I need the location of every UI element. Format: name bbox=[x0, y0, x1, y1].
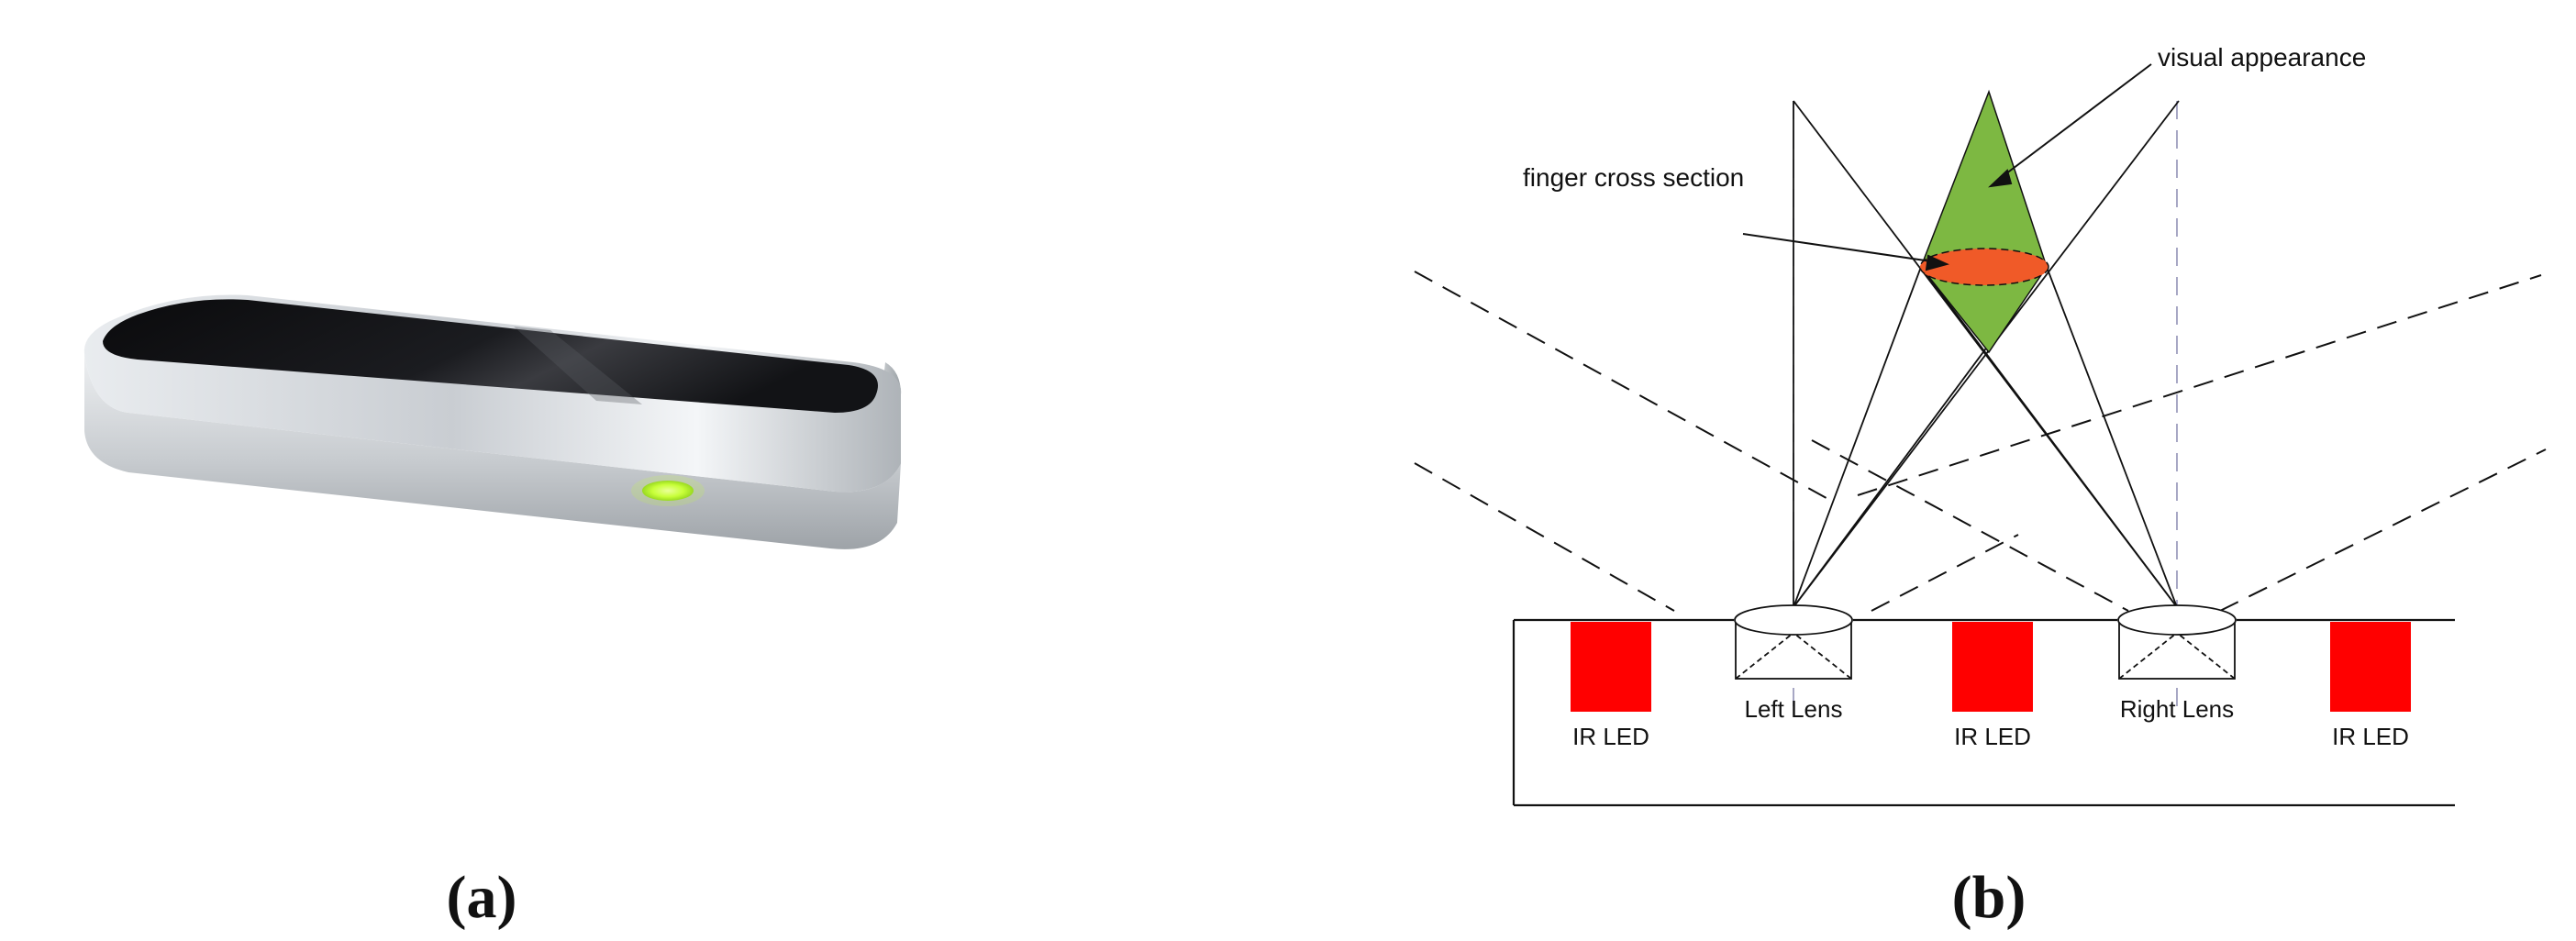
device-glass-top bbox=[103, 299, 878, 413]
right-led-emission-lower bbox=[2219, 448, 2547, 612]
center-led-emission-left bbox=[1811, 439, 2129, 612]
visual-appearance-arrowhead bbox=[1988, 169, 2013, 188]
left-lens-cross-a bbox=[1735, 632, 1794, 680]
finger-cross-section-arrow bbox=[1742, 233, 1938, 263]
center-led-emission-right bbox=[1857, 274, 2542, 496]
visual-appearance-label: visual appearance bbox=[2158, 43, 2366, 72]
visual-appearance-arrow bbox=[1997, 63, 2152, 181]
led-emission-lines bbox=[1414, 271, 2547, 612]
finger-cross-section-arrowhead bbox=[1925, 254, 1949, 271]
ir-led-center bbox=[1952, 622, 2033, 712]
right-lens-element bbox=[2117, 604, 2237, 636]
left-lens-cross-b bbox=[1793, 632, 1852, 680]
left-lens-view-finger-left bbox=[1793, 266, 1922, 608]
right-lens-label: Right Lens bbox=[2120, 695, 2234, 723]
finger-cross-section-label: finger cross section bbox=[1523, 163, 1744, 192]
device-status-led bbox=[642, 481, 694, 501]
device-front-face bbox=[84, 353, 901, 549]
left-lens-label: Left Lens bbox=[1745, 695, 1843, 723]
device-status-led-halo bbox=[631, 475, 705, 506]
device-glass-reflection bbox=[514, 327, 642, 404]
left-led-emission-lower bbox=[1414, 462, 1675, 612]
left-lens-element bbox=[1734, 604, 1853, 636]
annotation-arrows bbox=[1742, 63, 2152, 271]
right-lens-view-finger-right bbox=[2046, 266, 2178, 608]
device-illustration bbox=[83, 294, 902, 549]
sensor-board bbox=[1512, 618, 2455, 807]
finger-cross-section bbox=[1919, 248, 2049, 286]
left-led-emission-upper bbox=[1414, 271, 1836, 504]
center-led-emission-short bbox=[1871, 534, 2019, 612]
ir-led-left-label: IR LED bbox=[1572, 723, 1649, 750]
right-lens bbox=[2117, 604, 2237, 680]
ir-led-center-label: IR LED bbox=[1954, 723, 2031, 750]
ir-led-left bbox=[1571, 622, 1651, 712]
panel-a-label: (a) bbox=[447, 864, 517, 931]
optics-diagram bbox=[1414, 63, 2547, 807]
right-lens-view-finger-left bbox=[1920, 266, 2178, 608]
panel-b-label: (b) bbox=[1952, 864, 2026, 931]
left-lens bbox=[1734, 604, 1853, 680]
right-lens-cross-b bbox=[2176, 632, 2236, 680]
ir-led-right-label: IR LED bbox=[2332, 723, 2409, 750]
right-lens-cross-a bbox=[2118, 632, 2178, 680]
visual-appearance-region bbox=[1920, 89, 2048, 354]
ir-led-right bbox=[2330, 622, 2411, 712]
